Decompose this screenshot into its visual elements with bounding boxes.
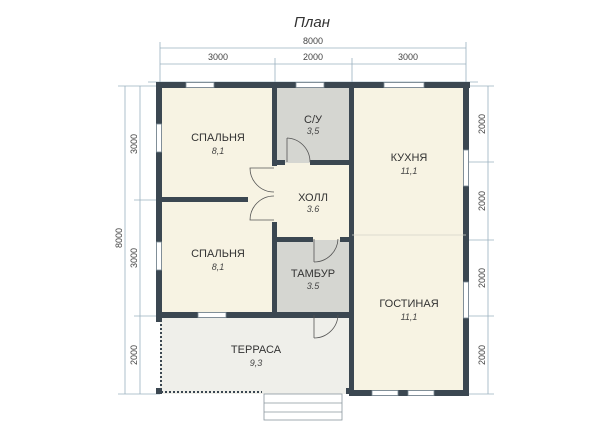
dim-right-4: 2000: [477, 345, 487, 365]
plan-title: План: [294, 14, 330, 31]
room-area-terrace: 9,3: [250, 358, 263, 368]
room-name-terrace: ТЕРРАСА: [231, 344, 282, 356]
dim-top-1: 3000: [208, 52, 228, 62]
dim-right-2: 2000: [477, 191, 487, 211]
room-name-hall: ХОЛЛ: [298, 192, 328, 204]
dim-right-1: 2000: [477, 114, 487, 134]
dim-overall-width: 8000: [303, 36, 323, 46]
windows: [156, 82, 469, 396]
right-dimension-lines: [466, 85, 494, 395]
room-area-kitchen: 11,1: [401, 166, 418, 176]
left-dimension-lines: [118, 85, 160, 395]
room-name-living: ГОСТИНАЯ: [379, 298, 438, 310]
room-name-vestibule: ТАМБУР: [291, 268, 335, 280]
room-area-bedroom-bottom: 8,1: [212, 262, 225, 272]
dim-right-3: 2000: [477, 268, 487, 288]
top-dimension-lines: [148, 42, 478, 83]
walls: [156, 82, 470, 396]
dim-overall-height: 8000: [114, 228, 124, 248]
room-area-hall: 3.6: [307, 204, 320, 214]
terrace-railing: [160, 320, 262, 393]
room-name-kitchen: КУХНЯ: [391, 152, 428, 164]
dim-left-2: 3000: [129, 248, 139, 268]
room-area-living: 11,1: [401, 312, 418, 322]
dim-left-3: 2000: [129, 345, 139, 365]
room-name-bedroom-top: СПАЛЬНЯ: [191, 132, 245, 144]
dim-top-3: 3000: [398, 52, 418, 62]
room-area-bedroom-top: 8,1: [212, 146, 225, 156]
room-floors: [160, 86, 466, 394]
room-area-vestibule: 3.5: [307, 281, 321, 291]
dim-left-1: 3000: [129, 134, 139, 154]
room-name-wc: С/У: [304, 114, 323, 126]
doors: [249, 137, 466, 339]
room-area-wc: 3,5: [307, 126, 321, 136]
entrance-steps: [263, 393, 343, 421]
dim-top-2: 2000: [303, 52, 323, 62]
room-name-bedroom-bottom: СПАЛЬНЯ: [191, 248, 245, 260]
